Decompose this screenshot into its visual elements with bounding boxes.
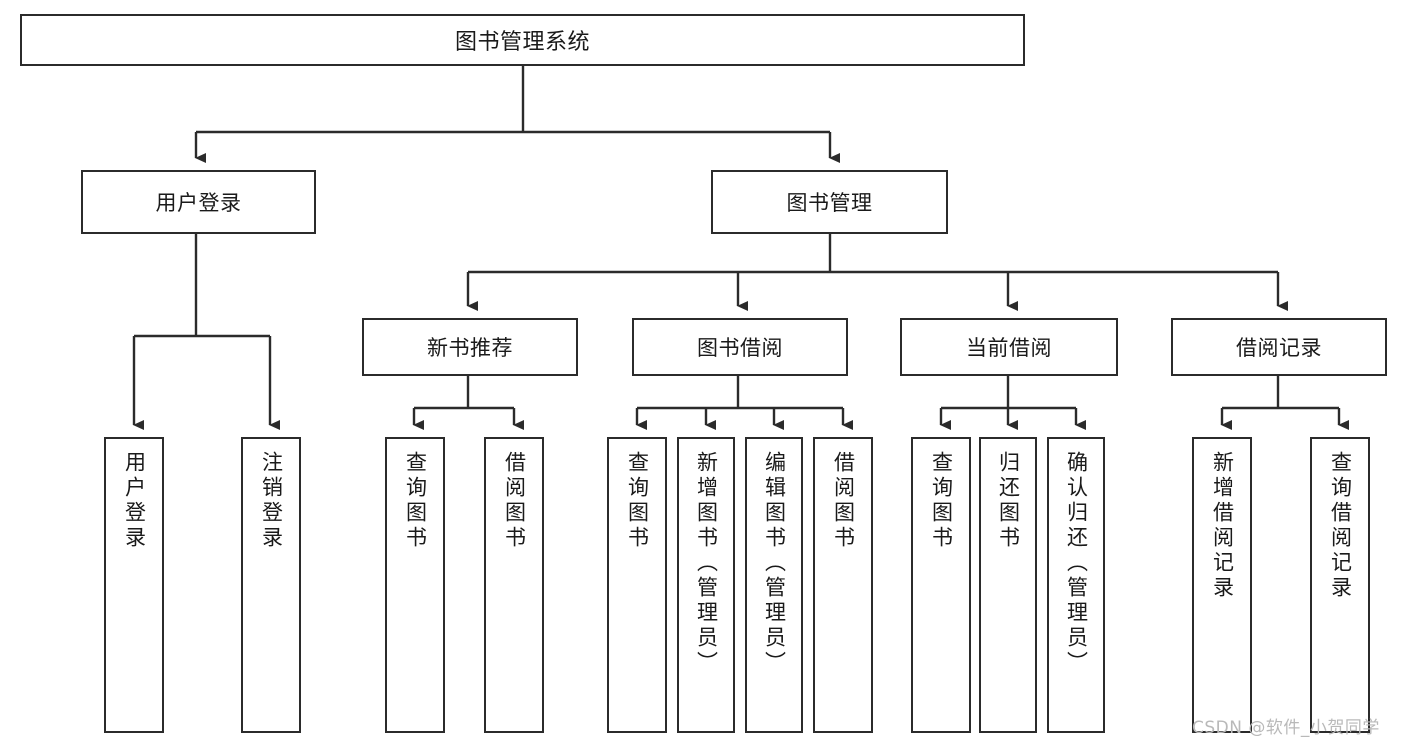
leaf-new-book-query[interactable]: 查询图书 [385, 437, 445, 733]
node-book-management[interactable]: 图书管理 [711, 170, 948, 234]
leaf-borrow-record-add[interactable]: 新增借阅记录 [1192, 437, 1252, 733]
node-label: 查询图书 [929, 451, 954, 551]
leaf-borrow-record-query[interactable]: 查询借阅记录 [1310, 437, 1370, 733]
node-label: 新增借阅记录 [1210, 451, 1235, 601]
node-label: 新书推荐 [427, 336, 513, 360]
leaf-current-borrow-query[interactable]: 查询图书 [911, 437, 971, 733]
leaf-current-borrow-return[interactable]: 归还图书 [979, 437, 1037, 733]
node-label: 借阅图书 [831, 451, 856, 551]
node-label: 确认归还（管理员） [1064, 451, 1089, 676]
node-label: 查询借阅记录 [1328, 451, 1353, 601]
leaf-user-login-logout[interactable]: 注销登录 [241, 437, 301, 733]
leaf-book-borrow-edit[interactable]: 编辑图书（管理员） [745, 437, 803, 733]
node-label: 当前借阅 [966, 336, 1052, 360]
node-label: 归还图书 [996, 451, 1021, 551]
node-borrow-record[interactable]: 借阅记录 [1171, 318, 1387, 376]
node-label: 借阅记录 [1236, 336, 1322, 360]
node-user-login[interactable]: 用户登录 [81, 170, 316, 234]
node-current-borrow[interactable]: 当前借阅 [900, 318, 1118, 376]
node-label: 查询图书 [625, 451, 650, 551]
node-label: 查询图书 [403, 451, 428, 551]
leaf-book-borrow-borrow[interactable]: 借阅图书 [813, 437, 873, 733]
node-label: 图书借阅 [697, 336, 783, 360]
node-label: 图书管理 [786, 191, 873, 215]
node-new-book-recommend[interactable]: 新书推荐 [362, 318, 578, 376]
leaf-user-login-login[interactable]: 用户登录 [104, 437, 164, 733]
leaf-new-book-borrow[interactable]: 借阅图书 [484, 437, 544, 733]
csdn-watermark: CSDN @软件_小贺同学 [1192, 713, 1380, 738]
leaf-book-borrow-add[interactable]: 新增图书（管理员） [677, 437, 735, 733]
node-label: 借阅图书 [502, 451, 527, 551]
leaf-book-borrow-query[interactable]: 查询图书 [607, 437, 667, 733]
node-label: 新增图书（管理员） [694, 451, 719, 676]
node-label: 编辑图书（管理员） [762, 451, 787, 676]
watermark-text: CSDN @软件_小贺同学 [1192, 718, 1380, 738]
node-label: 注销登录 [259, 451, 284, 551]
node-label: 用户登录 [155, 191, 242, 215]
node-book-borrow[interactable]: 图书借阅 [632, 318, 848, 376]
leaf-current-borrow-confirm-return[interactable]: 确认归还（管理员） [1047, 437, 1105, 733]
node-label: 图书管理系统 [454, 30, 590, 55]
node-root-system[interactable]: 图书管理系统 [20, 14, 1025, 66]
node-label: 用户登录 [122, 451, 147, 551]
